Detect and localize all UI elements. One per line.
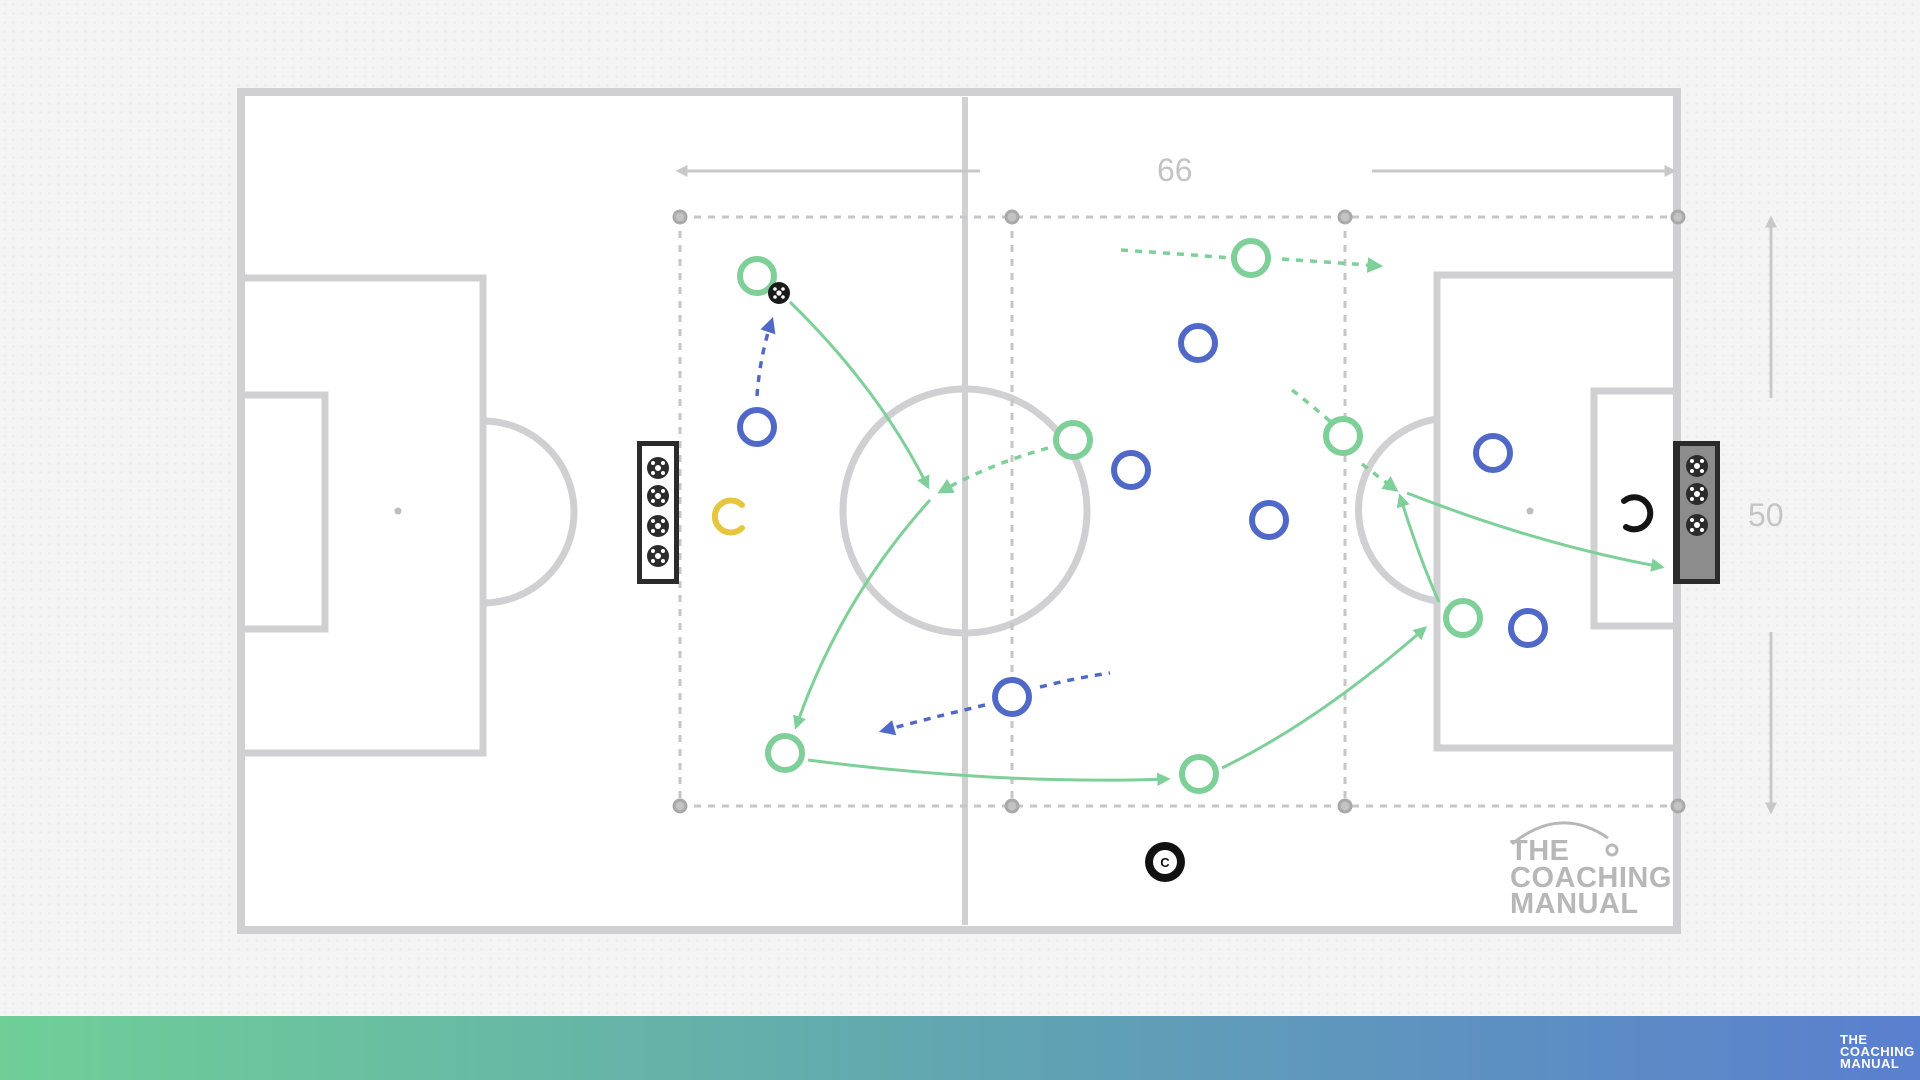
pass-arrow bbox=[807, 758, 1171, 787]
left-goal-area bbox=[237, 391, 329, 633]
logo-line: COACHING bbox=[1510, 861, 1672, 894]
footer-logo: THE COACHING MANUAL bbox=[1840, 1032, 1915, 1071]
pitch-length-label: 66 bbox=[1157, 152, 1193, 188]
center-circle bbox=[839, 385, 1091, 637]
green-player bbox=[1231, 238, 1271, 278]
green-player bbox=[1443, 598, 1483, 638]
run-arrow bbox=[1360, 462, 1399, 492]
blue-player bbox=[1111, 450, 1151, 490]
run-arrow bbox=[1120, 248, 1233, 260]
grid-marker bbox=[672, 798, 688, 814]
blue-run-lines bbox=[755, 317, 1111, 736]
green-player bbox=[1323, 416, 1363, 456]
pitch-width-label: 50 bbox=[1748, 497, 1784, 533]
green-player bbox=[1053, 420, 1093, 460]
coach-label: C bbox=[1160, 855, 1170, 870]
run-arrow bbox=[937, 446, 1049, 494]
pass-arrow bbox=[1396, 493, 1441, 603]
goalkeeper-icon bbox=[711, 497, 745, 536]
grid-markers bbox=[672, 209, 1686, 814]
logo-line: MANUAL bbox=[1510, 888, 1639, 921]
grid-marker bbox=[672, 209, 688, 225]
footer-logo-line: COACHING bbox=[1840, 1043, 1915, 1059]
blue-team bbox=[737, 323, 1548, 717]
grid-marker bbox=[1670, 798, 1686, 814]
blue-player bbox=[1249, 500, 1289, 540]
blue-player bbox=[737, 407, 777, 447]
grid-marker bbox=[1670, 209, 1686, 225]
grid-marker bbox=[1337, 798, 1353, 814]
coach-icon: C bbox=[1145, 842, 1185, 882]
shot-arrow bbox=[1406, 491, 1665, 572]
grid-marker bbox=[1004, 798, 1020, 814]
footer-logo-line: THE bbox=[1840, 1032, 1868, 1047]
blue-player bbox=[1473, 433, 1513, 473]
goal-with-balls-icon bbox=[637, 441, 679, 584]
grid-marker bbox=[1004, 209, 1020, 225]
blue-player bbox=[1508, 608, 1548, 648]
pass-arrow bbox=[1221, 626, 1428, 770]
right-penalty-arc bbox=[1355, 415, 1438, 605]
green-player bbox=[765, 733, 805, 773]
blue-player bbox=[992, 677, 1032, 717]
logo-line: THE bbox=[1510, 835, 1570, 867]
goalkeeper-icon bbox=[1621, 494, 1654, 533]
goal-with-balls-icon bbox=[1673, 441, 1720, 584]
footer-logo-line: MANUAL bbox=[1840, 1055, 1900, 1071]
dimension-arrow-icon bbox=[675, 165, 1777, 815]
logo-swoosh bbox=[1511, 821, 1609, 846]
grid-marker bbox=[1337, 209, 1353, 225]
run-arrow bbox=[1039, 671, 1111, 689]
green-team bbox=[737, 238, 1483, 794]
pass-arrow bbox=[788, 300, 930, 490]
blue-player bbox=[1178, 323, 1218, 363]
right-penalty-spot bbox=[1526, 507, 1534, 515]
pass-lines bbox=[788, 300, 1665, 787]
pass-arrow bbox=[793, 498, 932, 730]
footer-gradient-bar bbox=[0, 1016, 1920, 1080]
football-icon bbox=[768, 282, 790, 304]
left-penalty-arc bbox=[482, 417, 578, 607]
coaching-manual-logo: THE COACHING MANUAL bbox=[1510, 835, 1672, 921]
logo-ball bbox=[1605, 843, 1619, 857]
run-arrow bbox=[1281, 257, 1384, 273]
run-arrow bbox=[755, 317, 776, 397]
green-player bbox=[737, 256, 777, 296]
left-penalty-spot bbox=[394, 507, 402, 515]
pitch-field bbox=[237, 88, 1681, 934]
green-player bbox=[1179, 754, 1219, 794]
